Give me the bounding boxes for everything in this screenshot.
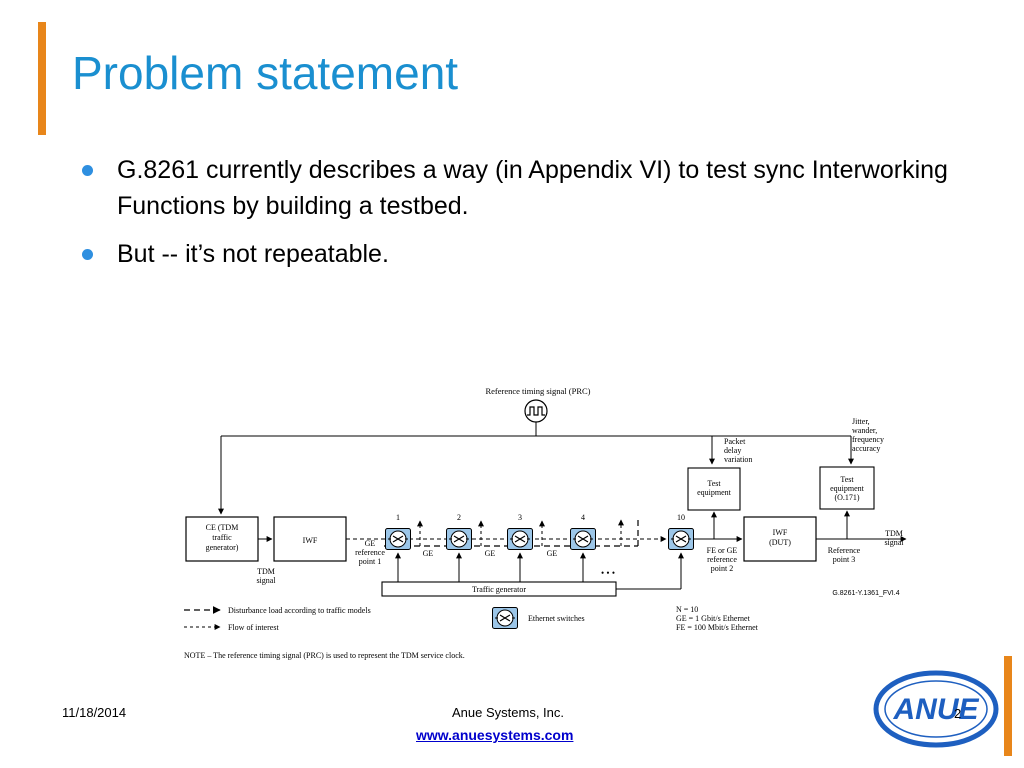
ethernet-switch-icon bbox=[668, 528, 694, 550]
test-equipment-o171-label: equipment bbox=[830, 484, 865, 493]
test-equipment-label: equipment bbox=[697, 488, 732, 497]
fe-ge-ref2-label: FE or GE bbox=[707, 546, 738, 555]
legend-switch-icon bbox=[492, 607, 518, 629]
jitter-label: Jitter, bbox=[852, 417, 870, 426]
iwf-dut-label: IWF bbox=[773, 528, 788, 537]
jitter-label: wander, bbox=[852, 426, 877, 435]
footer-company: Anue Systems, Inc. bbox=[452, 705, 564, 720]
test-equipment-o171-label: Test bbox=[840, 475, 854, 484]
title-accent-bar bbox=[38, 22, 46, 135]
footer-date: 11/18/2014 bbox=[62, 705, 127, 720]
switch-number: 3 bbox=[518, 513, 522, 522]
legend-switches: Ethernet switches bbox=[528, 614, 585, 623]
legend-disturbance: Disturbance load according to traffic mo… bbox=[228, 606, 371, 615]
prc-label: Reference timing signal (PRC) bbox=[485, 386, 590, 396]
pdv-label: delay bbox=[724, 446, 741, 455]
corner-accent-bar bbox=[1004, 656, 1012, 756]
page-number: 2 bbox=[954, 706, 962, 721]
test-equipment-o171-label: (O.171) bbox=[834, 493, 859, 502]
ge-label: GE bbox=[423, 549, 434, 558]
jitter-label: accuracy bbox=[852, 444, 880, 453]
ge-label: GE bbox=[547, 549, 558, 558]
company-website-link[interactable]: www.anuesystems.com bbox=[416, 727, 574, 743]
test-equipment-o171-box bbox=[819, 466, 875, 510]
switch-number: 10 bbox=[677, 513, 685, 522]
ref-point3-label: Reference bbox=[828, 546, 861, 555]
ethernet-switch-icon bbox=[446, 528, 472, 550]
legend-def: FE = 100 Mbit/s Ethernet bbox=[676, 623, 759, 632]
ethernet-switch-icon bbox=[385, 528, 411, 550]
prc-clock-icon bbox=[524, 399, 548, 423]
logo-text: ANUE bbox=[892, 693, 979, 726]
slide-title: Problem statement bbox=[72, 47, 459, 99]
traffic-generator-label: Traffic generator bbox=[472, 585, 526, 594]
pdv-label: Packet bbox=[724, 437, 746, 446]
iwf-dut-label: (DUT) bbox=[769, 538, 791, 547]
ce-label: generator) bbox=[206, 543, 239, 552]
ce-label: traffic bbox=[212, 533, 232, 542]
testbed-diagram: Reference timing signal (PRC) CE (TDM tr… bbox=[176, 378, 928, 668]
anue-logo: ANUE bbox=[872, 668, 1002, 750]
ge-ref1-label: GE bbox=[365, 539, 376, 548]
bullet-list: G.8261 currently describes a way (in App… bbox=[80, 152, 960, 284]
fe-ge-ref2-label: reference bbox=[707, 555, 737, 564]
pdv-label: variation bbox=[724, 455, 752, 464]
tdm-signal-left: signal bbox=[256, 576, 276, 585]
legend-def: GE = 1 Gbit/s Ethernet bbox=[676, 614, 751, 623]
switch-number: 2 bbox=[457, 513, 461, 522]
ethernet-switch-icon bbox=[507, 528, 533, 550]
bullet-text: G.8261 currently describes a way (in App… bbox=[117, 156, 948, 220]
ge-label: GE bbox=[485, 549, 496, 558]
ce-box bbox=[185, 516, 259, 562]
legend-def: N = 10 bbox=[676, 605, 698, 614]
test-equipment-label: Test bbox=[707, 479, 721, 488]
tdm-signal-right: signal bbox=[884, 538, 904, 547]
ellipsis: • • • bbox=[601, 568, 615, 578]
iwf-label: IWF bbox=[303, 536, 318, 545]
tdm-signal-right: TDM bbox=[885, 529, 903, 538]
ethernet-switch-icon bbox=[570, 528, 596, 550]
tdm-signal-left: TDM bbox=[257, 567, 275, 576]
bullet-item: G.8261 currently describes a way (in App… bbox=[80, 152, 960, 224]
test-equipment-box bbox=[687, 467, 741, 511]
ce-label: CE (TDM bbox=[206, 523, 239, 532]
ge-ref1-label: point 1 bbox=[359, 557, 381, 566]
figure-code: G.8261-Y.1361_FVI.4 bbox=[832, 590, 899, 597]
diagram-note: NOTE – The reference timing signal (PRC)… bbox=[184, 651, 465, 660]
jitter-label: frequency bbox=[852, 435, 884, 444]
legend-flow: Flow of interest bbox=[228, 623, 279, 632]
bullet-text: But -- it’s not repeatable. bbox=[117, 240, 389, 268]
fe-ge-ref2-label: point 2 bbox=[711, 564, 733, 573]
bullet-dot-icon bbox=[82, 249, 93, 260]
ge-ref1-label: reference bbox=[355, 548, 385, 557]
bullet-item: But -- it’s not repeatable. bbox=[80, 236, 960, 272]
switch-number: 1 bbox=[396, 513, 400, 522]
ref-point3-label: point 3 bbox=[833, 555, 855, 564]
bullet-dot-icon bbox=[82, 165, 93, 176]
switch-number: 4 bbox=[581, 513, 585, 522]
